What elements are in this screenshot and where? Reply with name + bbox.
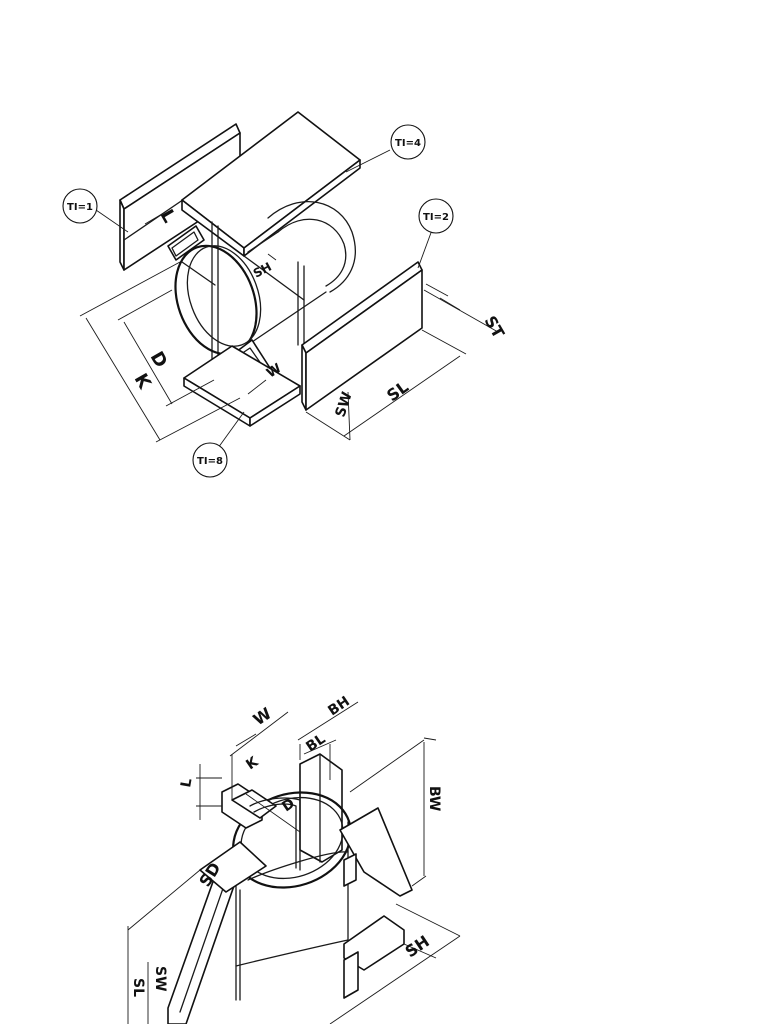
dim-label-l-bottom: L [178, 777, 195, 789]
dim-label-w-bottom: W [250, 703, 276, 729]
tag-ti8: TI=8 [192, 442, 228, 478]
bottom-dimension-lines [127, 701, 461, 1024]
tag-ti4: TI=4 [390, 124, 426, 160]
dim-label-w-top: W [264, 361, 284, 381]
svg-text:TI=8: TI=8 [197, 456, 223, 467]
svg-text:TI=1: TI=1 [67, 202, 93, 213]
dim-label-sl-bottom: SL [130, 978, 146, 997]
bottom-support-assembly: W BH BL K L D BW SD SH SW SL [127, 694, 461, 1024]
dim-label-k-top: K [130, 370, 156, 393]
inner-shell-plate [249, 797, 301, 871]
dim-label-sw-top: SW [333, 390, 356, 419]
pipe-ring [174, 201, 356, 356]
right-stiffener-upper [339, 807, 413, 897]
dim-label-sh-bottom: SH [402, 932, 433, 962]
upper-lug [167, 225, 205, 261]
dim-label-sh-top: SH [251, 260, 274, 281]
dim-label-bw: BW [426, 786, 442, 811]
tag-ti1: TI=1 [62, 188, 98, 224]
tag-ti2: TI=2 [418, 198, 454, 234]
svg-text:TI=4: TI=4 [395, 138, 421, 149]
top-dimension-lines [79, 149, 499, 449]
svg-text:TI=2: TI=2 [423, 212, 449, 223]
dim-label-k-bottom: K [243, 753, 262, 773]
dim-label-sw-bottom: SW [152, 966, 168, 992]
top-plate [181, 111, 361, 257]
back-stiffener-plate [299, 753, 343, 863]
dim-label-d-top: D [146, 348, 172, 371]
dim-label-sl-top: SL [383, 377, 412, 405]
dim-label-bh: BH [325, 694, 353, 720]
right-side-plate [301, 261, 423, 411]
left-gusset [167, 841, 267, 1024]
dim-label-st: ST [481, 313, 509, 342]
right-stiffener-lower [343, 915, 405, 999]
bottom-plate [183, 345, 301, 427]
top-support-assembly: TI=1 TI=4 TI=2 TI=8 L SH D K W ST SL SW [62, 111, 509, 478]
